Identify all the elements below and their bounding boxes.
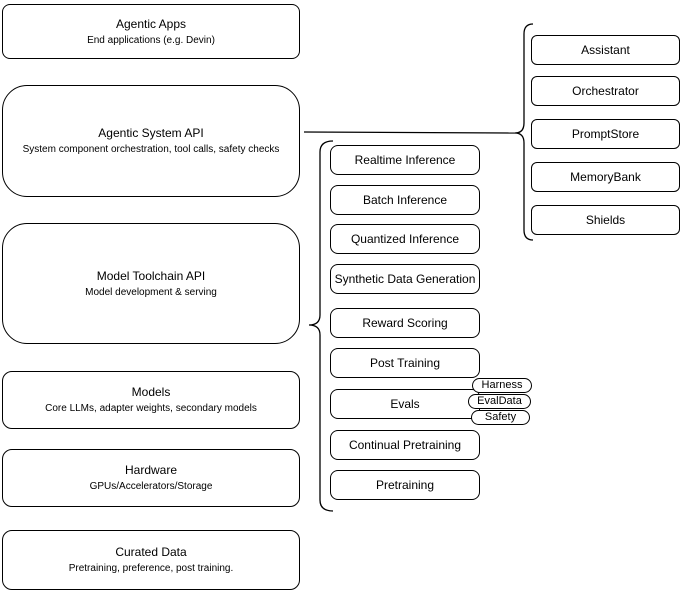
- node-subtitle: Core LLMs, adapter weights, secondary mo…: [45, 403, 257, 414]
- tag-label: Safety: [484, 411, 517, 423]
- node-evals: Evals: [330, 389, 480, 419]
- node-orchestrator: Orchestrator: [531, 76, 680, 106]
- node-realtime-inference: Realtime Inference: [330, 145, 480, 175]
- node-agentic-system-api: Agentic System API System component orch…: [2, 85, 300, 197]
- node-label: Orchestrator: [572, 83, 639, 98]
- tag-label: Harness: [481, 379, 523, 391]
- node-promptstore: PromptStore: [531, 119, 680, 149]
- node-subtitle: End applications (e.g. Devin): [87, 34, 215, 46]
- tag-harness: Harness: [472, 378, 532, 393]
- node-memorybank: MemoryBank: [531, 162, 680, 192]
- node-post-training: Post Training: [330, 348, 480, 378]
- node-curated-data: Curated Data Pretraining, preference, po…: [2, 530, 300, 590]
- node-assistant: Assistant: [531, 35, 680, 65]
- node-subtitle: Model development & serving: [85, 286, 217, 298]
- node-subtitle: Pretraining, preference, post training.: [68, 563, 234, 574]
- node-label: Shields: [585, 212, 626, 227]
- node-quantized-inference: Quantized Inference: [330, 224, 480, 254]
- node-label: Continual Pretraining: [348, 437, 462, 452]
- node-continual-pretraining: Continual Pretraining: [330, 430, 480, 460]
- node-label: Pretraining: [375, 477, 435, 492]
- node-title: Curated Data: [115, 545, 187, 559]
- node-title: Hardware: [124, 463, 178, 477]
- node-hardware: Hardware GPUs/Accelerators/Storage: [2, 449, 300, 507]
- node-label: Quantized Inference: [350, 231, 460, 246]
- node-models: Models Core LLMs, adapter weights, secon…: [2, 371, 300, 429]
- curly-brace-toolchain-icon: [308, 140, 334, 512]
- node-synthetic-data-generation: Synthetic Data Generation: [330, 264, 480, 294]
- node-subtitle: GPUs/Accelerators/Storage: [89, 481, 213, 492]
- node-label: MemoryBank: [570, 169, 641, 184]
- node-agentic-apps: Agentic Apps End applications (e.g. Devi…: [2, 4, 300, 59]
- node-model-toolchain-api: Model Toolchain API Model development & …: [2, 223, 300, 344]
- tag-evaldata: EvalData: [468, 394, 531, 409]
- system-api-connector-line: [303, 131, 516, 134]
- node-label: Evals: [390, 396, 420, 411]
- node-label: PromptStore: [571, 126, 640, 141]
- node-label: Realtime Inference: [354, 152, 456, 167]
- node-reward-scoring: Reward Scoring: [330, 308, 480, 338]
- node-title: Models: [131, 385, 171, 399]
- node-label: Synthetic Data Generation: [334, 271, 476, 286]
- node-label: Batch Inference: [362, 192, 448, 207]
- node-subtitle: System component orchestration, tool cal…: [22, 144, 280, 155]
- node-label: Reward Scoring: [362, 315, 448, 330]
- node-pretraining: Pretraining: [330, 470, 480, 500]
- node-label: Assistant: [581, 42, 630, 57]
- node-title: Model Toolchain API: [96, 268, 206, 283]
- node-shields: Shields: [531, 205, 680, 235]
- tag-label: EvalData: [477, 395, 522, 407]
- node-title: Agentic Apps: [115, 16, 187, 31]
- node-label: Post Training: [369, 355, 441, 370]
- node-batch-inference: Batch Inference: [330, 185, 480, 215]
- tag-safety: Safety: [471, 410, 530, 425]
- node-title: Agentic System API: [98, 126, 204, 140]
